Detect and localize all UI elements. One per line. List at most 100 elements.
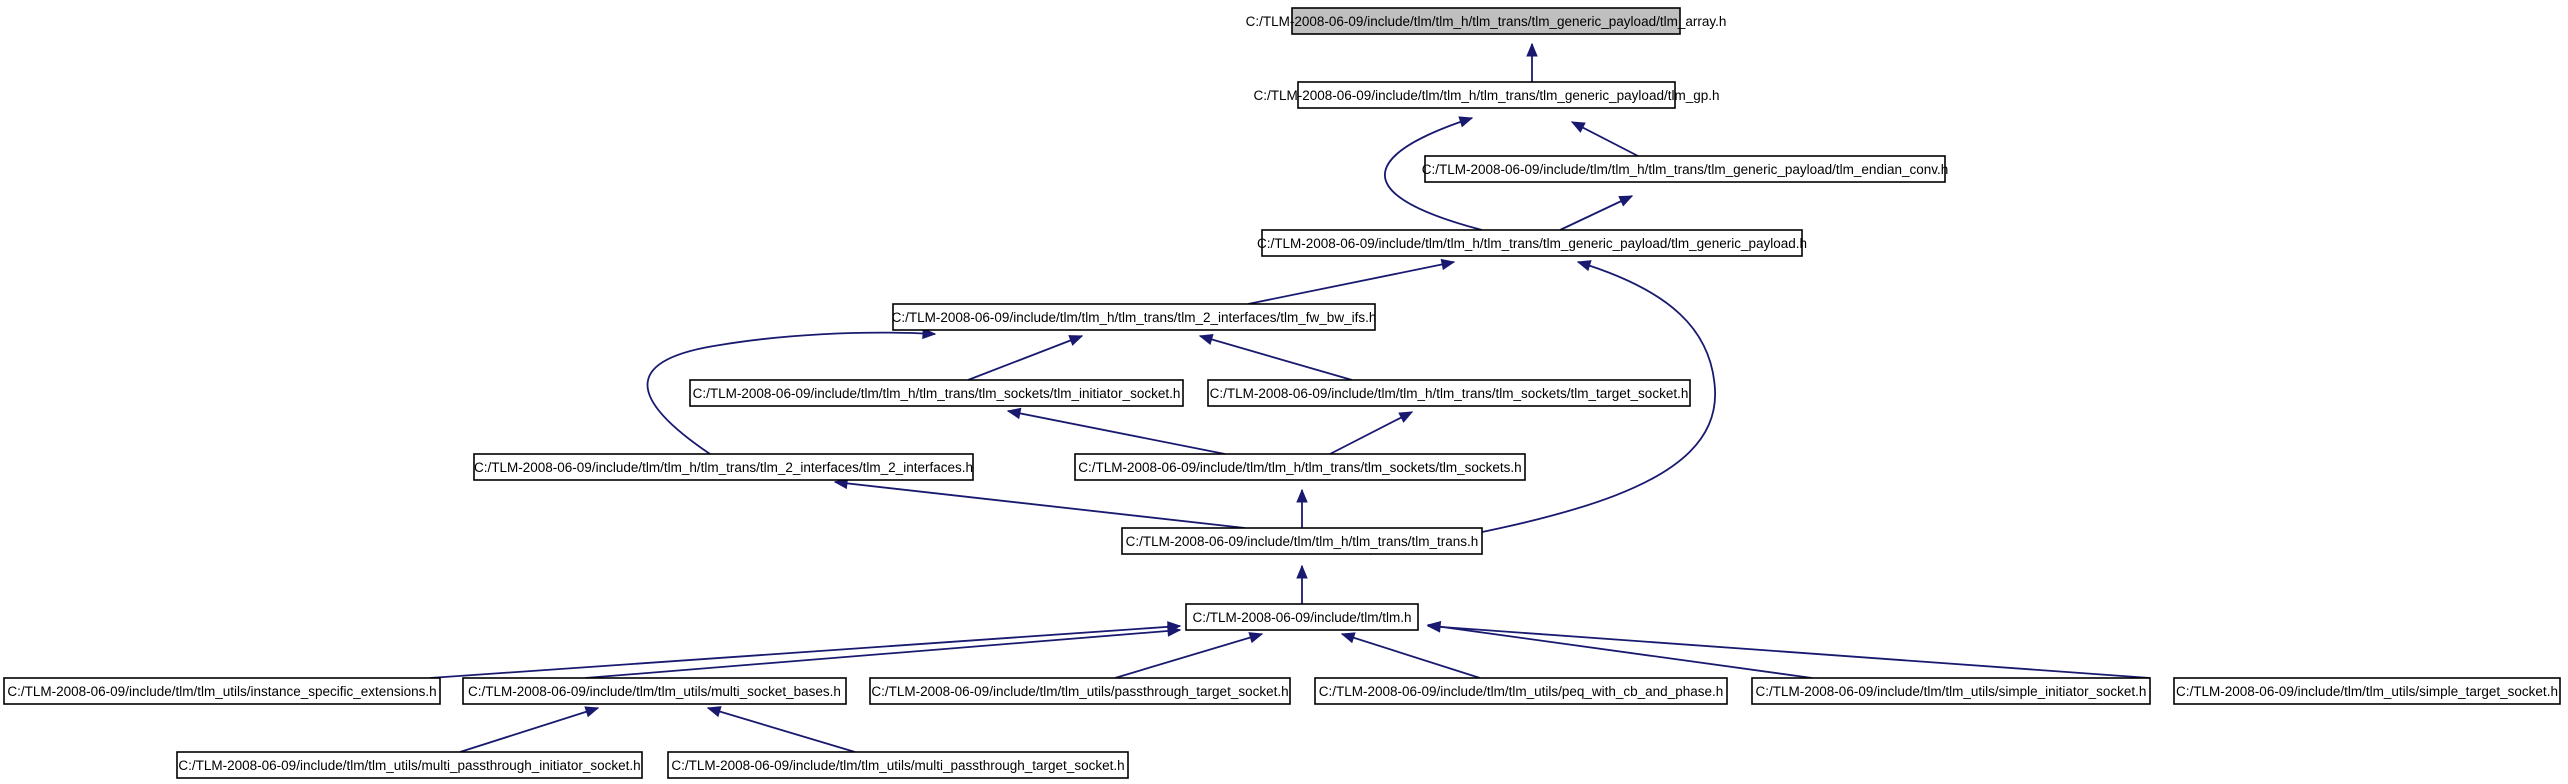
node-box	[2173, 677, 2561, 705]
node-label: C:/TLM-2008-06-09/include/tlm/tlm_h/tlm_…	[892, 310, 1377, 325]
arrowhead	[922, 327, 937, 340]
edge-line	[967, 335, 1083, 381]
node-label: C:/TLM-2008-06-09/include/tlm/tlm_h/tlm_…	[1210, 386, 1689, 401]
node-multi-passthrough-initiator-socket[interactable]: C:/TLM-2008-06-09/include/tlm/tlm_utils/…	[176, 751, 643, 779]
node-tlm-initiator-socket[interactable]: C:/TLM-2008-06-09/include/tlm/tlm_h/tlm_…	[689, 379, 1184, 407]
arrowhead	[1006, 407, 1022, 420]
arrowhead	[584, 706, 600, 718]
edge-tlm-to-tlm-trans	[1296, 564, 1308, 604]
node-label: C:/TLM-2008-06-09/include/tlm/tlm.h	[1192, 610, 1411, 625]
node-box	[869, 677, 1291, 705]
edge-tlm-trans-to-tlm-generic-payload	[1369, 260, 1716, 555]
edge-tlm-trans-to-tlm-2-interfaces	[833, 477, 1246, 529]
edge-line	[1341, 633, 1481, 679]
arrowhead	[1570, 121, 1586, 133]
arrowhead	[1440, 258, 1456, 271]
node-multi-passthrough-target-socket[interactable]: C:/TLM-2008-06-09/include/tlm/tlm_utils/…	[667, 751, 1129, 779]
node-tlm-target-socket[interactable]: C:/TLM-2008-06-09/include/tlm/tlm_h/tlm_…	[1207, 379, 1691, 407]
edge-tlm-trans-to-tlm-sockets	[1296, 488, 1308, 528]
node-tlm[interactable]: C:/TLM-2008-06-09/include/tlm/tlm.h	[1185, 603, 1419, 631]
arrowhead	[1426, 621, 1441, 633]
arrowhead	[1248, 632, 1264, 644]
nodes-layer: C:/TLM-2008-06-09/include/tlm/tlm_h/tlm_…	[3, 7, 2561, 779]
edge-line	[707, 707, 856, 753]
edge-peq-with-cb-and-phase-to-tlm	[1340, 632, 1481, 679]
node-box	[1185, 603, 1419, 631]
node-label: C:/TLM-2008-06-09/include/tlm/tlm_utils/…	[2176, 684, 2558, 699]
node-box	[1121, 527, 1483, 555]
node-tlm-generic-payload[interactable]: C:/TLM-2008-06-09/include/tlm/tlm_h/tlm_…	[1257, 229, 1807, 257]
node-box	[1751, 677, 2151, 705]
node-tlm-gp[interactable]: C:/TLM-2008-06-09/include/tlm/tlm_h/tlm_…	[1254, 81, 1720, 109]
edge-line	[1427, 624, 1813, 679]
node-box	[1314, 677, 1728, 705]
edge-tlm-sockets-to-tlm-initiator-socket	[1006, 407, 1226, 455]
edge-line	[584, 629, 1181, 679]
node-tlm-trans[interactable]: C:/TLM-2008-06-09/include/tlm/tlm_h/tlm_…	[1121, 527, 1483, 555]
node-box	[1297, 81, 1676, 109]
node-peq-with-cb-and-phase[interactable]: C:/TLM-2008-06-09/include/tlm/tlm_utils/…	[1314, 677, 1728, 705]
node-label: C:/TLM-2008-06-09/include/tlm/tlm_h/tlm_…	[1126, 534, 1479, 549]
node-passthrough-target-socket[interactable]: C:/TLM-2008-06-09/include/tlm/tlm_utils/…	[869, 677, 1291, 705]
arrowhead	[1618, 195, 1634, 207]
node-box	[1207, 379, 1691, 407]
node-instance-specific-extensions[interactable]: C:/TLM-2008-06-09/include/tlm/tlm_utils/…	[3, 677, 441, 705]
node-simple-target-socket[interactable]: C:/TLM-2008-06-09/include/tlm/tlm_utils/…	[2173, 677, 2561, 705]
arrowhead	[1458, 116, 1474, 128]
node-tlm-fw-bw-ifs[interactable]: C:/TLM-2008-06-09/include/tlm/tlm_h/tlm_…	[892, 303, 1377, 331]
node-label: C:/TLM-2008-06-09/include/tlm/tlm_utils/…	[1756, 684, 2147, 699]
node-multi-socket-bases[interactable]: C:/TLM-2008-06-09/include/tlm/tlm_utils/…	[462, 677, 847, 705]
node-box	[1291, 7, 1681, 35]
edge-line	[1369, 261, 1716, 555]
edge-tlm-gp-to-tlm-array	[1526, 42, 1538, 82]
node-tlm-array[interactable]: C:/TLM-2008-06-09/include/tlm/tlm_h/tlm_…	[1246, 7, 1727, 35]
edge-line	[646, 331, 936, 455]
edge-line	[429, 625, 1181, 679]
node-box	[1261, 229, 1803, 257]
node-tlm-2-interfaces[interactable]: C:/TLM-2008-06-09/include/tlm/tlm_h/tlm_…	[473, 453, 974, 481]
node-box	[462, 677, 847, 705]
node-box	[689, 379, 1184, 407]
edges-layer	[429, 42, 2151, 753]
edge-line	[459, 707, 599, 753]
node-label: C:/TLM-2008-06-09/include/tlm/tlm_utils/…	[1319, 684, 1723, 699]
node-box	[176, 751, 643, 779]
node-box	[1074, 453, 1526, 481]
edge-tlm-endian-conv-to-tlm-gp	[1570, 121, 1639, 157]
arrowhead	[1340, 632, 1356, 644]
edge-passthrough-target-socket-to-tlm	[1114, 632, 1264, 679]
edge-multi-socket-bases-to-tlm	[584, 625, 1182, 679]
node-label: C:/TLM-2008-06-09/include/tlm/tlm_h/tlm_…	[1254, 88, 1720, 103]
edge-tlm-fw-bw-ifs-to-tlm-generic-payload	[1247, 258, 1456, 305]
node-label: C:/TLM-2008-06-09/include/tlm/tlm_h/tlm_…	[1246, 14, 1727, 29]
node-box	[473, 453, 974, 481]
arrowhead	[1398, 411, 1414, 423]
node-label: C:/TLM-2008-06-09/include/tlm/tlm_utils/…	[871, 684, 1288, 699]
edge-line	[1247, 261, 1455, 305]
node-label: C:/TLM-2008-06-09/include/tlm/tlm_utils/…	[7, 684, 436, 699]
arrowhead	[1198, 333, 1214, 345]
edge-instance-specific-extensions-to-tlm	[429, 621, 1182, 679]
edge-multi-passthrough-target-socket-to-multi-socket-bases	[706, 706, 856, 753]
node-box	[667, 751, 1129, 779]
node-label: C:/TLM-2008-06-09/include/tlm/tlm_h/tlm_…	[693, 386, 1181, 401]
node-label: C:/TLM-2008-06-09/include/tlm/tlm_utils/…	[671, 758, 1124, 773]
edge-line	[1384, 117, 1483, 231]
edge-line	[1199, 335, 1353, 381]
arrowhead	[1296, 564, 1308, 579]
arrowhead	[1296, 488, 1308, 503]
edge-multi-passthrough-initiator-socket-to-multi-socket-bases	[459, 706, 600, 753]
node-simple-initiator-socket[interactable]: C:/TLM-2008-06-09/include/tlm/tlm_utils/…	[1751, 677, 2151, 705]
edge-tlm-2-interfaces-to-tlm-fw-bw-ifs	[646, 327, 937, 455]
node-label: C:/TLM-2008-06-09/include/tlm/tlm_utils/…	[468, 684, 841, 699]
edge-line	[1427, 625, 2151, 679]
node-label: C:/TLM-2008-06-09/include/tlm/tlm_h/tlm_…	[1257, 236, 1807, 251]
node-box	[3, 677, 441, 705]
arrowhead	[706, 706, 722, 718]
node-tlm-sockets[interactable]: C:/TLM-2008-06-09/include/tlm/tlm_h/tlm_…	[1074, 453, 1526, 481]
edge-simple-target-socket-to-tlm	[1426, 621, 2151, 679]
node-tlm-endian-conv[interactable]: C:/TLM-2008-06-09/include/tlm/tlm_h/tlm_…	[1422, 155, 1949, 183]
arrowhead	[1068, 335, 1084, 346]
arrowhead	[1167, 625, 1182, 637]
